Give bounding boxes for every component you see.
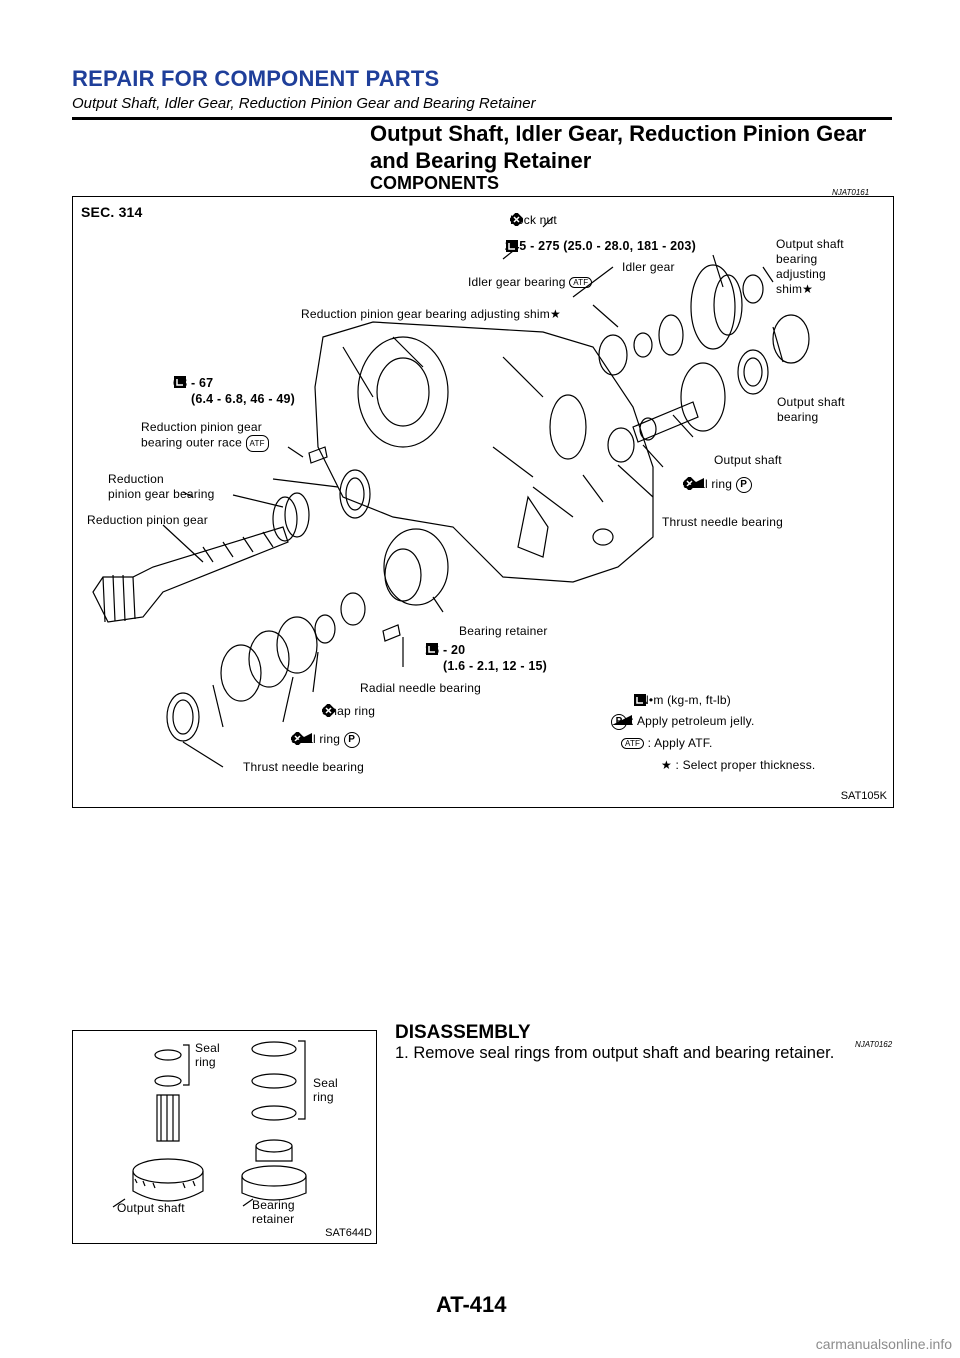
reduction-pinion-gear-shape: [92, 526, 289, 623]
label-output-shaft-2: Output shaft: [117, 1201, 185, 1215]
legend-atf: ATF : Apply ATF.: [621, 736, 713, 750]
exploded-view-drawing: [92, 216, 810, 768]
label-output-shaft-bearing: Output shaft bearing: [777, 395, 845, 424]
label-idler-gear: Idler gear: [622, 260, 675, 274]
petroleum-jelly-icon: [684, 478, 704, 488]
page-number: AT-414: [436, 1292, 507, 1317]
legend-star: ★ : Select proper thickness.: [661, 758, 816, 772]
torque-icon: [634, 694, 646, 706]
unusable-part-icon: [510, 213, 523, 226]
petroleum-jelly-icon: [612, 715, 632, 725]
label-outer-race: Reduction pinion gear bearing outer race…: [141, 420, 269, 452]
section-title: Output Shaft, Idler Gear, Reduction Pini…: [370, 121, 867, 173]
label-seal-ring-lower: Seal ring P: [291, 732, 360, 748]
label-output-shaft-shim: Output shaft bearing adjusting shim★: [776, 237, 844, 296]
star-icon: ★: [802, 282, 814, 296]
label-lock-nut: Lock nut: [510, 213, 557, 227]
label-pinion-gear-shim: Reduction pinion gear bearing adjusting …: [301, 307, 561, 321]
figure-code: SAT105K: [840, 790, 887, 802]
label-thrust-needle-upper: Thrust needle bearing: [662, 515, 783, 529]
transmission-case: [314, 321, 654, 583]
figure2-code: SAT644D: [325, 1227, 372, 1239]
label-lock-nut-torque: 245 - 275 (25.0 - 28.0, 181 - 203): [505, 239, 696, 253]
components-ref: NJAT0161: [832, 188, 870, 197]
petroleum-jelly-icon: [292, 733, 312, 743]
label-output-shaft: Output shaft: [714, 453, 782, 467]
star-icon: ★: [549, 307, 561, 321]
watermark: carmanualsonline.info: [815, 1336, 952, 1352]
label-thrust-needle-lower: Thrust needle bearing: [243, 760, 364, 774]
torque-icon: [426, 643, 438, 655]
header-subtitle: Output Shaft, Idler Gear, Reduction Pini…: [72, 95, 536, 112]
sec-number: SEC. 314: [81, 204, 143, 220]
label-seal-ring-upper: Seal ring P: [683, 477, 752, 493]
star-icon: ★: [661, 758, 672, 772]
torque-icon: [506, 240, 518, 252]
label-radial-needle-bearing: Radial needle bearing: [360, 681, 481, 695]
label-reduction-pinion-gear: Reduction pinion gear: [87, 513, 208, 527]
legend-torque: : N•m (kg-m, ft-lb): [633, 693, 731, 707]
components-heading: COMPONENTS: [370, 173, 500, 193]
label-torque-16-20: 16 - 20 (1.6 - 2.1, 12 - 15): [425, 643, 548, 673]
label-torque-63-67: 63 - 67 (6.4 - 6.8, 46 - 49): [173, 376, 296, 406]
components-figure: SEC. 314 Lock nut 245 - 275 (25.0 - 28.0…: [72, 196, 894, 808]
header-title: REPAIR FOR COMPONENT PARTS: [72, 66, 440, 91]
p-icon: P: [735, 477, 752, 493]
disassembly-heading: DISASSEMBLY: [395, 1022, 531, 1043]
atf-icon: ATF: [621, 738, 645, 750]
atf-icon: ATF: [569, 277, 593, 289]
label-pinion-gear-bearing: Reduction pinion gear bearing: [108, 472, 215, 501]
unusable-part-icon: [322, 704, 335, 717]
step-1: 1. Remove seal rings from output shaft a…: [395, 1044, 835, 1062]
torque-icon: [174, 376, 186, 388]
label-idler-gear-bearing: Idler gear bearing ATF: [468, 275, 593, 289]
seal-ring-drawing: [112, 1040, 307, 1208]
legend-jelly: P : Apply petroleum jelly.: [611, 714, 755, 730]
label-snap-ring: Snap ring: [322, 704, 376, 718]
disassembly-ref: NJAT0162: [855, 1040, 893, 1049]
atf-icon: ATF: [245, 435, 269, 452]
label-bearing-retainer: Bearing retainer: [459, 624, 548, 638]
header-rule: [72, 117, 892, 120]
p-icon: P: [343, 732, 360, 748]
